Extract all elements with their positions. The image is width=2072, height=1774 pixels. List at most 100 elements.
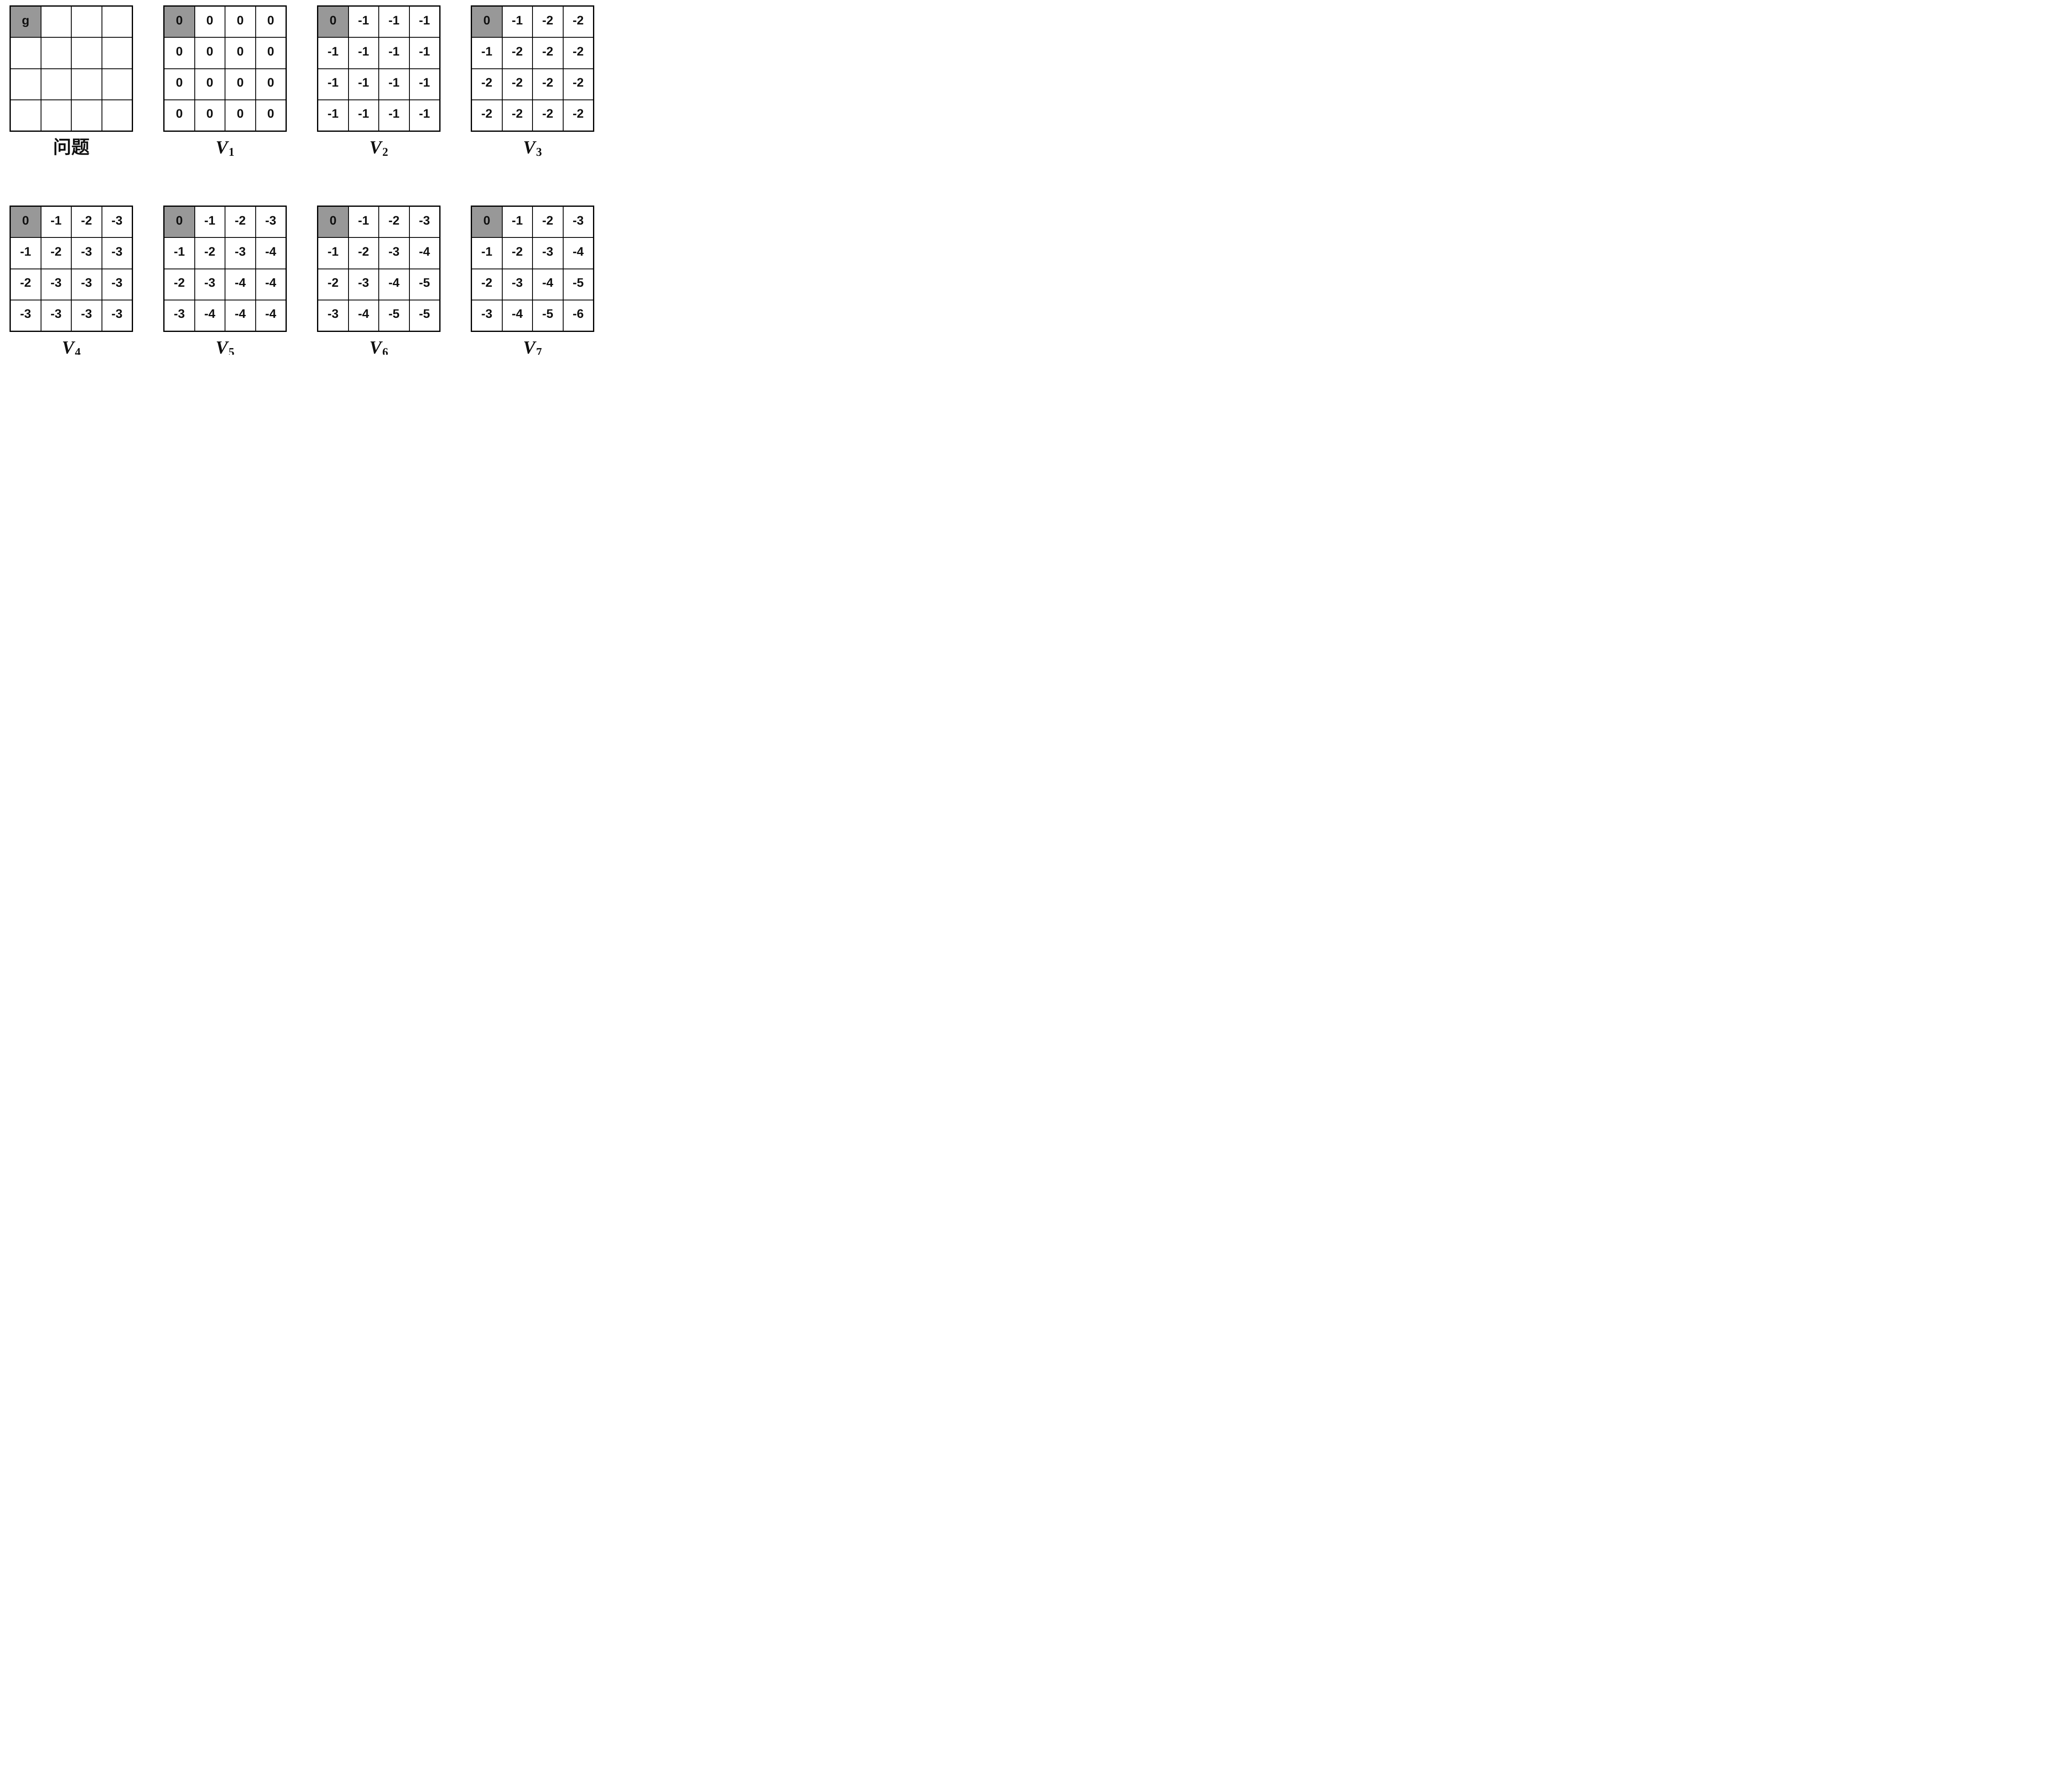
grid-cell-V2-r1c2: -1 (379, 38, 409, 68)
grid-cell-V7-r2c2: -4 (533, 269, 563, 300)
grid-cell-problem-r1c1 (41, 38, 71, 68)
grid-cell-V6-r1c2: -3 (379, 238, 409, 269)
grid-label-sub-V5: 5 (228, 346, 235, 355)
grid-cell-V1-r0c2: 0 (225, 7, 255, 37)
grid-cell-V1-r3c0: 0 (165, 100, 194, 131)
grid-cell-V7-r1c3: -4 (563, 238, 593, 269)
grid-cell-V5-r2c3: -4 (256, 269, 286, 300)
grid-cell-V6-r2c1: -3 (349, 269, 378, 300)
grid-cell-problem-r3c0 (11, 100, 41, 131)
grid-cell-V2-r0c3: -1 (409, 7, 439, 37)
grid-cell-V4-r1c2: -3 (72, 238, 102, 269)
grid-label-sub-V7: 7 (536, 346, 542, 355)
grid-cell-problem-r0c2 (72, 7, 102, 37)
grid-cell-V3-r1c1: -2 (502, 38, 532, 68)
grid-cell-problem-r1c0 (11, 38, 41, 68)
grid-cell-V7-r2c3: -5 (563, 269, 593, 300)
grid-cell-V1-r2c1: 0 (195, 69, 225, 99)
grid-cell-V3-r0c0: 0 (472, 7, 502, 37)
grid-cell-problem-r2c2 (72, 69, 102, 99)
grid-V2: 0-1-1-1-1-1-1-1-1-1-1-1-1-1-1-1 (317, 5, 441, 132)
grid-cell-V4-r1c1: -2 (41, 238, 71, 269)
grid-label-base-V6: V (369, 337, 382, 355)
grid-cell-V3-r3c1: -2 (502, 100, 532, 131)
grid-cell-V6-r3c2: -5 (379, 300, 409, 331)
grid-cell-V7-r3c3: -6 (563, 300, 593, 331)
grid-cell-V6-r3c1: -4 (349, 300, 378, 331)
grid-cell-V3-r2c3: -2 (563, 69, 593, 99)
grid-cell-V2-r1c1: -1 (349, 38, 378, 68)
grid-cell-V7-r0c2: -2 (533, 207, 563, 237)
grid-cell-V2-r3c3: -1 (409, 100, 439, 131)
grid-cell-V7-r3c0: -3 (472, 300, 502, 331)
grid-cell-V4-r2c3: -3 (102, 269, 132, 300)
grid-cell-V3-r0c1: -1 (502, 7, 532, 37)
grid-cell-problem-r0c3 (102, 7, 132, 37)
grid-cell-V5-r1c3: -4 (256, 238, 286, 269)
grid-cell-V7-r1c0: -1 (472, 238, 502, 269)
grid-cell-V6-r2c3: -5 (409, 269, 439, 300)
grid-cell-V6-r0c0: 0 (318, 207, 348, 237)
grid-cell-problem-r3c3 (102, 100, 132, 131)
grid-cell-V6-r1c0: -1 (318, 238, 348, 269)
grid-cell-V1-r1c2: 0 (225, 38, 255, 68)
grid-cell-V6-r2c2: -4 (379, 269, 409, 300)
grid-cell-V4-r2c2: -3 (72, 269, 102, 300)
grid-cell-V7-r0c1: -1 (502, 207, 532, 237)
panel-problem: g 问题 (10, 5, 133, 164)
grid-cell-V2-r0c2: -1 (379, 7, 409, 37)
grid-cell-V5-r0c2: -2 (225, 207, 255, 237)
grid-cell-V5-r1c2: -3 (225, 238, 255, 269)
grid-cell-V3-r2c1: -2 (502, 69, 532, 99)
grid-cell-V5-r2c1: -3 (195, 269, 225, 300)
grid-cell-V3-r2c0: -2 (472, 69, 502, 99)
grid-cell-V4-r0c2: -2 (72, 207, 102, 237)
grid-cell-V2-r1c0: -1 (318, 38, 348, 68)
grid-label-base-V2: V (369, 137, 382, 157)
grid-cell-V3-r2c2: -2 (533, 69, 563, 99)
grid-cell-V1-r3c2: 0 (225, 100, 255, 131)
grid-label-problem: 问题 (53, 137, 90, 157)
grid-cell-problem-r2c0 (11, 69, 41, 99)
grid-V4: 0-1-2-3-1-2-3-3-2-3-3-3-3-3-3-3 (10, 206, 133, 332)
grid-cell-V7-r3c1: -4 (502, 300, 532, 331)
grid-cell-V2-r1c3: -1 (409, 38, 439, 68)
grid-cell-V5-r0c1: -1 (195, 207, 225, 237)
grid-cell-V4-r0c3: -3 (102, 207, 132, 237)
grid-cell-V3-r3c0: -2 (472, 100, 502, 131)
grid-cell-V5-r3c3: -4 (256, 300, 286, 331)
grid-cell-V7-r3c2: -5 (533, 300, 563, 331)
grid-problem: g (10, 5, 133, 132)
grid-cell-V2-r0c1: -1 (349, 7, 378, 37)
grid-label-base-V5: V (215, 337, 228, 355)
grid-cell-V4-r2c0: -2 (11, 269, 41, 300)
grid-cell-V6-r2c0: -2 (318, 269, 348, 300)
grid-cell-V6-r1c1: -2 (349, 238, 378, 269)
grid-cell-V5-r1c0: -1 (165, 238, 194, 269)
grid-cell-V1-r0c3: 0 (256, 7, 286, 37)
grid-cell-V4-r3c2: -3 (72, 300, 102, 331)
grid-cell-problem-r2c3 (102, 69, 132, 99)
grid-cell-V1-r2c3: 0 (256, 69, 286, 99)
grid-label-sub-V6: 6 (382, 346, 388, 355)
grid-cell-V6-r0c1: -1 (349, 207, 378, 237)
grid-cell-V1-r1c0: 0 (165, 38, 194, 68)
grid-cell-problem-r1c2 (72, 38, 102, 68)
grid-cell-V7-r0c0: 0 (472, 207, 502, 237)
grid-label-sub-V4: 4 (75, 346, 81, 355)
grid-cell-V2-r2c1: -1 (349, 69, 378, 99)
